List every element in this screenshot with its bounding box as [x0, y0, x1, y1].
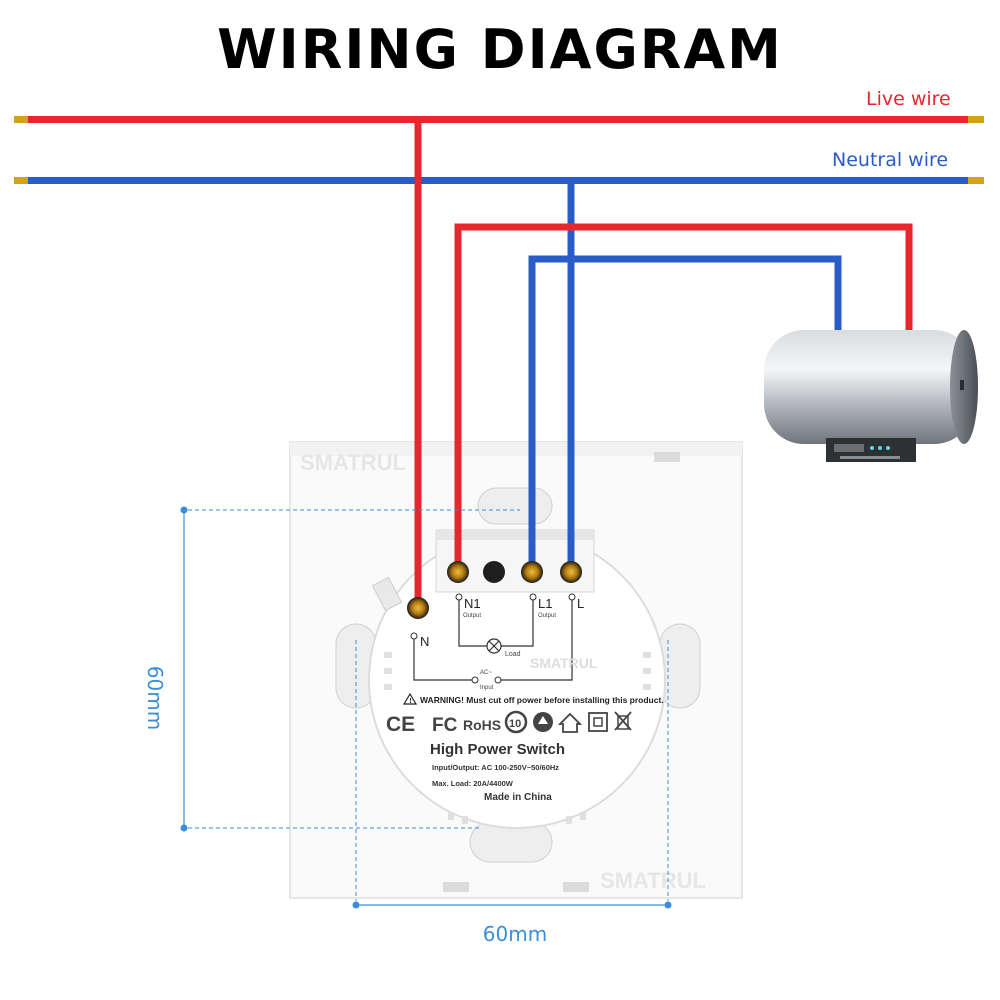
ten-year-icon [504, 710, 528, 734]
screw-blank [483, 561, 505, 583]
screw-n [407, 597, 429, 619]
label-n1: N1 [464, 596, 481, 611]
label-l1-output: Output [538, 613, 556, 619]
watermark-top: SMATRUL [300, 450, 406, 475]
dimension-guides [180, 506, 672, 909]
double-insulation-icon [588, 712, 608, 732]
terminal-screws [407, 561, 582, 619]
label-n1-output: Output [463, 613, 481, 619]
label-input: Input [480, 685, 494, 691]
warning-icon [402, 692, 418, 705]
screw-l1 [521, 561, 543, 583]
module-watermark: SMATRUL [530, 655, 598, 671]
product-name: High Power Switch [430, 741, 565, 758]
certification-marks: CE FC RoHS 10 [386, 710, 632, 736]
warning-text: WARNING! Must cut off power before insta… [420, 695, 664, 705]
live-wire [14, 116, 984, 123]
max-load: Max. Load: 20A/4400W [432, 779, 514, 788]
module-schematic: N1 Output L1 Output L N Load AC~ Input [410, 593, 584, 691]
screw-l [560, 561, 582, 583]
height-dimension-label: 60mm [143, 665, 167, 731]
made-in: Made in China [484, 792, 552, 803]
svg-text:!: ! [409, 698, 411, 705]
live-wire-label: Live wire [866, 88, 951, 110]
label-l1: L1 [538, 596, 552, 611]
label-load: Load [505, 651, 521, 658]
label-l: L [577, 596, 584, 611]
label-n: N [420, 634, 429, 649]
connection-wires [414, 119, 913, 604]
l1-to-heater-wire [528, 255, 842, 570]
label-ac: AC~ [480, 670, 492, 676]
watermark-bottom: SMATRUL [600, 868, 706, 893]
neutral-wire [14, 177, 984, 184]
width-dimension-label: 60mm [482, 922, 548, 946]
fc-mark: FC [432, 715, 458, 736]
ten-mark: 10 [509, 718, 521, 730]
neutral-wire-label: Neutral wire [832, 149, 949, 171]
ce-mark: CE [386, 713, 415, 736]
io-rating: Input/Output: AC 100-250V~50/60Hz [432, 763, 559, 772]
warning-line: ! WARNING! Must cut off power before ins… [402, 692, 664, 705]
module-vents [384, 652, 651, 824]
screw-n1 [447, 561, 469, 583]
product-info: High Power Switch Input/Output: AC 100-2… [430, 655, 598, 803]
water-heater [764, 330, 978, 462]
heater-body [764, 330, 974, 444]
n1-to-heater-wire [454, 223, 913, 570]
indoor-use-icon [557, 712, 583, 733]
page-title: WIRING DIAGRAM [217, 18, 783, 81]
rohs-mark: RoHS [463, 717, 501, 733]
